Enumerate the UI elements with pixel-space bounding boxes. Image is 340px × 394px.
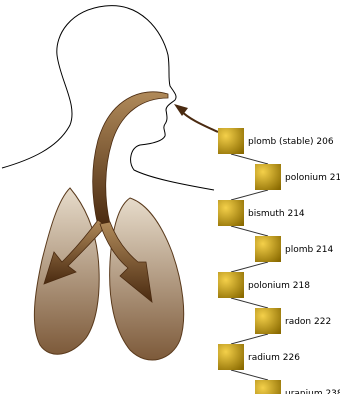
chain-connector	[231, 370, 268, 380]
isotope-label: plomb 214	[285, 245, 334, 255]
isotope-box	[218, 344, 244, 370]
chain-connector	[231, 154, 268, 164]
isotope-box	[255, 164, 281, 190]
chain-connector	[231, 298, 268, 308]
isotope-box	[255, 236, 281, 262]
inhale-arrow	[180, 110, 218, 132]
isotope-label: bismuth 214	[248, 209, 305, 219]
head-silhouette	[2, 6, 214, 190]
isotope-label: polonium 218	[248, 281, 310, 291]
isotope-label: radium 226	[248, 353, 300, 363]
isotope-label: polonium 214	[285, 173, 340, 183]
chain-connector	[231, 226, 268, 236]
isotope-label: uranium 238	[285, 389, 340, 394]
isotope-box	[218, 272, 244, 298]
isotope-box	[255, 308, 281, 334]
isotope-label: plomb (stable) 206	[248, 137, 334, 147]
isotope-box	[255, 380, 281, 394]
chain-connector	[231, 334, 268, 344]
isotope-box	[218, 200, 244, 226]
isotope-label: radon 222	[285, 317, 331, 327]
decay-chain: plomb (stable) 206 polonium 214 bismuth 21…	[218, 128, 340, 394]
chain-connector	[231, 190, 268, 200]
isotope-box	[218, 128, 244, 154]
chain-connector	[231, 262, 268, 272]
